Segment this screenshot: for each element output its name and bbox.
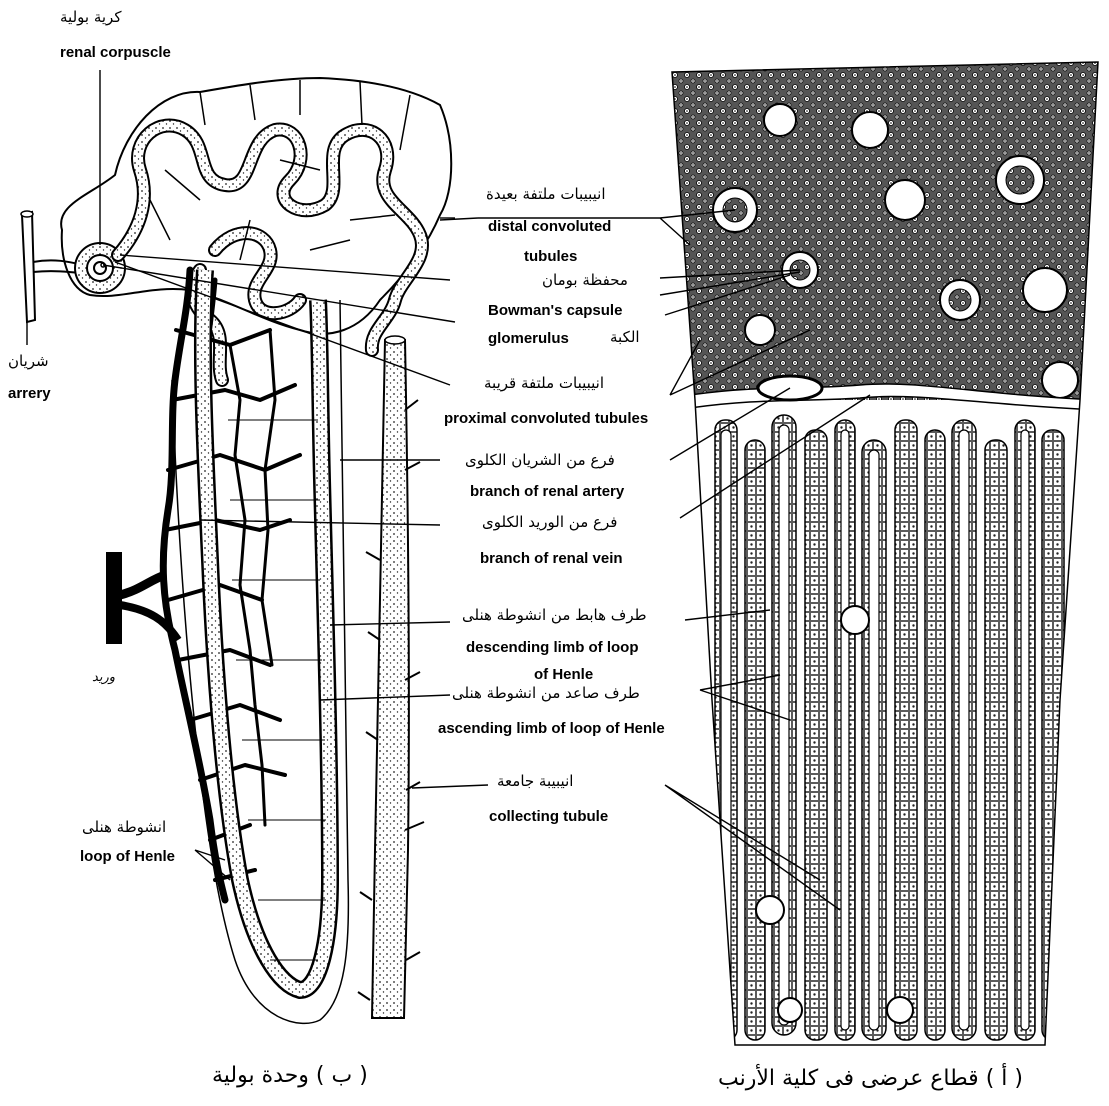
kidney-section [660, 60, 1109, 1050]
collecting-ar: انيبيبة جامعة [497, 772, 573, 790]
descending-en-1: descending limb of loop [466, 639, 639, 656]
artery-en: arrery [8, 385, 51, 402]
bowman-ar: محفظة بومان [542, 271, 628, 289]
renal-artery-en: branch of renal artery [470, 483, 624, 500]
ascending-ar: طرف صاعد من انشوطة هنلى [452, 684, 640, 702]
bowman-en: Bowman's capsule [488, 302, 622, 319]
proximal-ar: انيبيبات ملتفة قريبة [484, 374, 604, 392]
collecting-tubule [358, 336, 424, 1018]
renal-artery-ar: فرع من الشريان الكلوى [465, 451, 615, 469]
descending-en-2: of Henle [534, 666, 593, 683]
artery-ar: شريان [8, 352, 49, 370]
glomerulus-ar: الكبة [610, 328, 640, 346]
glomerulus-en: glomerulus [488, 330, 569, 347]
renal-corpuscle-ar: كرية بولية [60, 8, 121, 26]
renal-vein-ar: فرع من الوريد الكلوى [482, 513, 617, 531]
nephron-drawing [21, 78, 451, 1023]
proximal-en: proximal convoluted tubules [444, 410, 648, 427]
distal-en-2: tubules [524, 248, 577, 265]
renal-vein-en: branch of renal vein [480, 550, 623, 567]
left-caption: ( ب ) وحدة بولية [212, 1063, 368, 1088]
distal-ar: انيبيبات ملتفة بعيدة [486, 185, 606, 203]
descending-ar: طرف هابط من انشوطة هنلى [462, 606, 647, 624]
distal-en-1: distal convoluted [488, 218, 611, 235]
right-caption: ( أ ) قطاع عرضى فى كلية الأرنب [718, 1066, 1023, 1091]
vein-ar: وريد [92, 670, 115, 685]
ascending-en: ascending limb of loop of Henle [438, 720, 665, 737]
collecting-en: collecting tubule [489, 808, 608, 825]
renal-corpuscle-en: renal corpuscle [60, 44, 171, 61]
loop-of-henle-en: loop of Henle [80, 848, 175, 865]
loop-of-henle-ar: انشوطة هنلى [82, 818, 166, 836]
